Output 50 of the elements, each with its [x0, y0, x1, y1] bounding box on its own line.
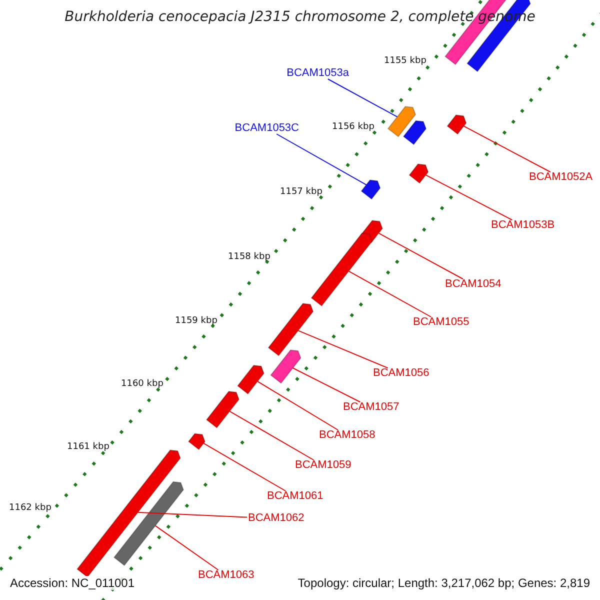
title: Burkholderia cenocepacia J2315 chromosome 2, complete genome: [64, 10, 536, 24]
gene-label: BCAM1058: [319, 430, 376, 441]
leader-line: [348, 270, 432, 318]
leader-line: [463, 126, 551, 172]
gene-label: BCAM1062: [248, 513, 304, 524]
gene-label: BCAM1063: [198, 570, 254, 581]
gene-feature: [408, 164, 429, 184]
gene-feature: [206, 390, 240, 428]
gene-label: BCAM1057: [343, 402, 400, 413]
gene-label: BCAM1053C: [234, 123, 299, 134]
scale-label: 1157 kbp: [280, 188, 322, 197]
leader-line: [276, 134, 367, 186]
accession-text: Accession: NC_011001: [8, 576, 137, 590]
genome-info-text: Topology: circular; Length: 3,217,062 bp; Genes: 2,819: [296, 576, 592, 590]
scale-label: 1158 kbp: [228, 253, 270, 262]
gene-label: BCAM1059: [295, 460, 352, 471]
leader-line: [154, 525, 219, 570]
leader-line: [292, 368, 361, 402]
gene-feature: [310, 232, 373, 307]
gene-label: BCAM1056: [373, 368, 430, 379]
leader-line: [327, 78, 398, 118]
scale-label: 1155 kbp: [384, 57, 426, 66]
gene-feature: [188, 433, 206, 450]
scale-label: 1161 kbp: [67, 443, 110, 452]
gene-label: BCAM1052A: [529, 172, 593, 183]
leader-line: [425, 174, 513, 220]
leader-line: [138, 512, 248, 518]
gene-label: BCAM1061: [267, 491, 324, 502]
scale-label: 1160 kbp: [121, 380, 164, 389]
gene-label: BCAM1054: [445, 279, 502, 290]
gene-label: BCAM1053B: [491, 220, 555, 231]
leader-line: [257, 380, 338, 430]
leader-line: [298, 330, 388, 368]
gene-feature: [360, 180, 381, 200]
leader-line: [378, 232, 464, 280]
gene-feature: [268, 302, 314, 356]
gene-feature: [402, 120, 427, 146]
gene-feature: [236, 364, 264, 395]
gene-feature: [270, 349, 302, 384]
gene-label: BCAM1053a: [286, 68, 349, 79]
gene-label: BCAM1055: [413, 317, 470, 328]
gene-feature: [113, 481, 184, 566]
gene-feature: [387, 106, 416, 138]
scale-label: 1159 kbp: [175, 317, 218, 326]
leader-line: [203, 442, 286, 492]
scale-label: 1156 kbp: [332, 123, 374, 132]
gene-feature: [76, 450, 181, 578]
leader-line: [229, 410, 314, 460]
gene-feature: [446, 114, 467, 135]
scale-label: 1162 kbp: [9, 504, 52, 513]
